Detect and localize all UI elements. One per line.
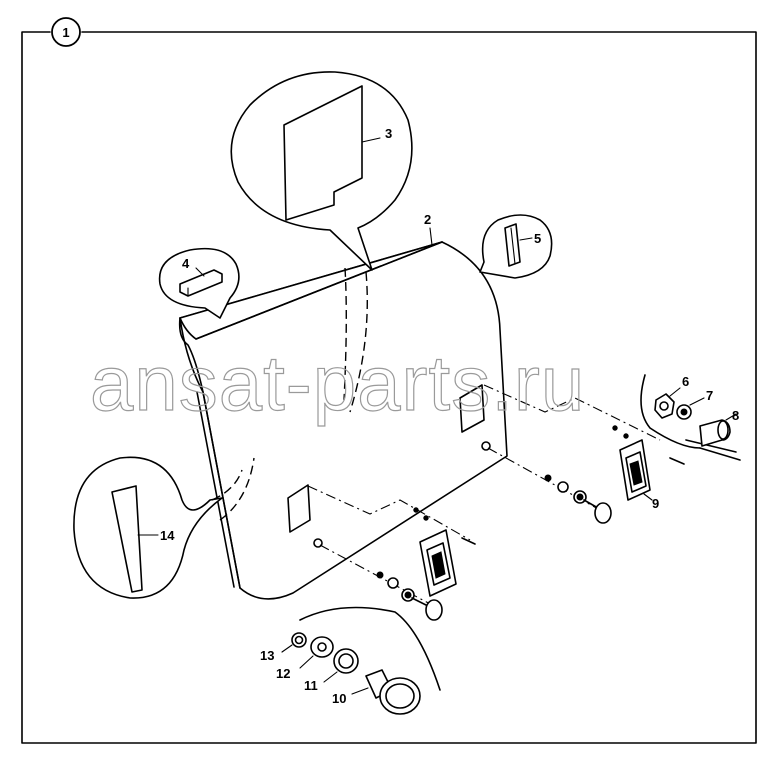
figure-number: 1 (62, 25, 69, 40)
hinge-bracket (640, 374, 701, 449)
lower-bolt-a (413, 507, 419, 513)
callout-14: 14 (160, 528, 175, 543)
leader-3 (361, 137, 381, 143)
panel-hole-lower (313, 538, 323, 548)
callout-10: 10 (332, 691, 346, 706)
callout-8: 8 (732, 408, 739, 423)
upper-nut-core (576, 493, 584, 501)
leader-13 (281, 644, 293, 653)
nut-11 (333, 648, 359, 674)
watermark: ansat-parts.ru (90, 339, 585, 427)
panel-left-edge-inner (202, 391, 241, 589)
figure-number-circle (51, 17, 81, 47)
panel-left-edge (196, 391, 235, 588)
handle-grip-lower (431, 551, 446, 579)
leader-5 (519, 237, 533, 241)
panel-hole-upper (481, 441, 491, 451)
leader-11 (323, 671, 338, 683)
handle-grip-9 (629, 460, 643, 486)
nut-6-core (659, 401, 669, 411)
knob-10-rim (385, 683, 415, 709)
upper-knob (594, 502, 612, 524)
wedge-seal-14 (111, 485, 143, 593)
panel-flange-edge (195, 241, 443, 340)
knob-detail-curve (299, 606, 441, 691)
leader-2 (429, 227, 433, 246)
dashed-link-3a (343, 267, 347, 401)
handle-recess-lower (426, 542, 451, 586)
leader-9 (643, 493, 653, 501)
lower-washer-a (376, 571, 384, 579)
dashed-link-14a (211, 469, 243, 501)
callout-12: 12 (276, 666, 290, 681)
nut-6 (654, 393, 675, 419)
figure-frame (21, 31, 757, 744)
assembly-line-lower (307, 485, 471, 541)
lower-washer-b (387, 577, 399, 589)
hinge-arm (699, 447, 741, 461)
callout-9: 9 (652, 496, 659, 511)
handle-bolt-9b (623, 433, 629, 439)
panel-notch (178, 317, 204, 393)
door-panel (179, 241, 508, 600)
callout-13: 13 (260, 648, 274, 663)
leader-6 (669, 387, 681, 397)
leader-4 (195, 267, 205, 277)
seal-block-4 (179, 269, 223, 297)
washer-7-core (680, 408, 688, 416)
lower-knob (425, 599, 443, 621)
nut-11-inner (338, 653, 354, 669)
detail-balloon-14 (73, 456, 223, 599)
seal-strip-3 (283, 85, 363, 221)
upper-washer-a (544, 474, 552, 482)
handle-bolt-9a (612, 425, 618, 431)
callout-7: 7 (706, 388, 713, 403)
pin-8-head (717, 420, 729, 440)
upper-washer-b (557, 481, 569, 493)
leader-12 (299, 655, 314, 669)
handle-recess-9 (625, 451, 647, 493)
panel-cutout-upper (459, 384, 485, 433)
ring-13 (291, 632, 307, 648)
panel-cutout-lower (287, 484, 311, 533)
callout-3: 3 (385, 126, 392, 141)
dashed-link-14b (219, 457, 255, 521)
ring-13-core (294, 635, 304, 645)
assembly-line-upper (483, 384, 661, 441)
leader-8 (725, 413, 737, 421)
leader-7 (689, 397, 705, 406)
dashed-link-3b (349, 271, 368, 413)
handle-screw-9 (669, 457, 685, 465)
leader-10 (351, 687, 369, 695)
hinge-arm-2 (685, 439, 737, 453)
upper-knob-stem (583, 499, 599, 509)
callout-11: 11 (304, 678, 318, 693)
lower-nut-core (404, 591, 412, 599)
lower-knob-stem (411, 597, 429, 607)
seal-channel-5-inner (510, 227, 516, 265)
lower-screw (461, 537, 476, 545)
callout-4: 4 (182, 256, 190, 271)
callout-5: 5 (534, 231, 541, 246)
lower-bolt-b (423, 515, 429, 521)
callout-2: 2 (424, 212, 431, 227)
washer-12-core (317, 642, 327, 652)
washer-12 (310, 636, 334, 658)
callout-6: 6 (682, 374, 689, 389)
